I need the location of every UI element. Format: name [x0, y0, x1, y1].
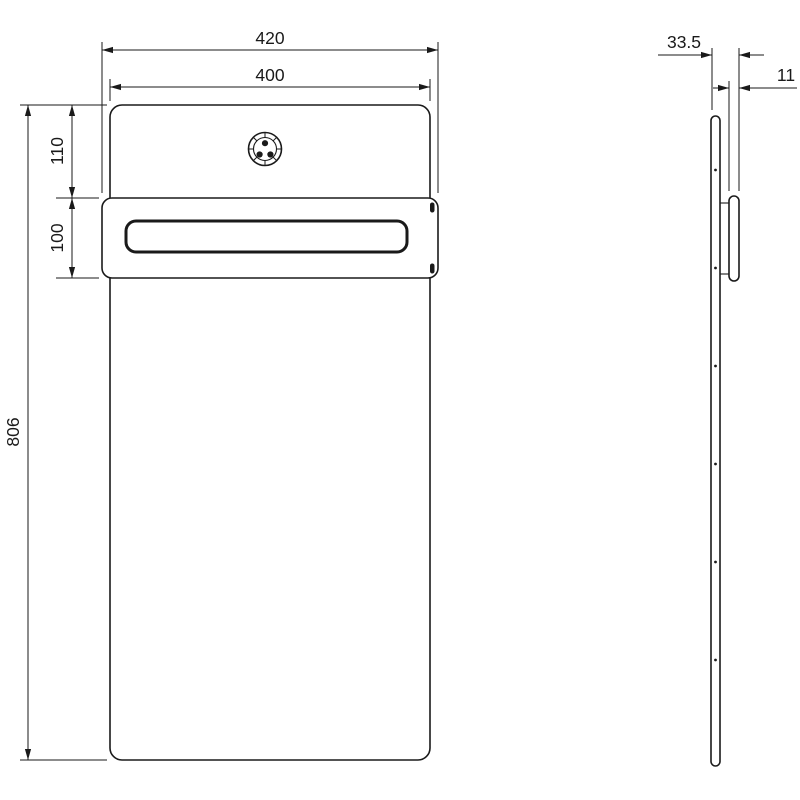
dim-label-bracket-thickness: 11 [777, 65, 795, 85]
arrowhead [102, 46, 113, 54]
dimensions-side [658, 48, 797, 191]
front-view [101, 104, 439, 761]
panel-profile [710, 115, 721, 767]
dim-label-panel-width: 400 [255, 65, 284, 85]
dimension-labels: 420 400 110 100 806 33.5 11 [3, 28, 795, 447]
arrowhead [68, 187, 76, 198]
dim-label-bracket-width: 420 [255, 28, 284, 48]
connector-pin [261, 140, 269, 147]
bracket-hole-top [430, 202, 435, 213]
arrowhead [739, 84, 750, 92]
arrowhead [718, 84, 729, 92]
arrowhead [68, 105, 76, 116]
bracket-hole-bottom [430, 263, 435, 274]
connector-knurl-ticks [248, 132, 282, 166]
arrowhead [24, 105, 32, 116]
dim-label-top-to-bracket: 110 [47, 137, 67, 165]
arrowhead [68, 198, 76, 209]
clip-mark [714, 462, 717, 466]
clip-mark [714, 658, 717, 662]
arrowhead [110, 83, 121, 91]
bracket-slot [124, 219, 409, 254]
clip-mark [714, 168, 717, 172]
mounting-clips [714, 168, 717, 662]
arrowhead [739, 51, 750, 59]
arrowhead [68, 267, 76, 278]
connector-pin [256, 151, 263, 158]
connector-port [247, 131, 283, 167]
dim-label-panel-height: 806 [3, 417, 23, 446]
dim-label-bracket-height: 100 [47, 223, 67, 252]
dim-label-total-depth: 33.5 [667, 32, 701, 52]
arrowhead [701, 51, 712, 59]
arrowhead [427, 46, 438, 54]
clip-mark [714, 364, 717, 368]
arrowhead [419, 83, 430, 91]
dimensions-front [20, 42, 439, 761]
arrowhead [24, 749, 32, 760]
bracket-profile [728, 195, 740, 282]
side-view [710, 115, 740, 767]
clip-mark [714, 560, 717, 564]
clip-mark [714, 266, 717, 270]
connector-pin [267, 151, 274, 158]
